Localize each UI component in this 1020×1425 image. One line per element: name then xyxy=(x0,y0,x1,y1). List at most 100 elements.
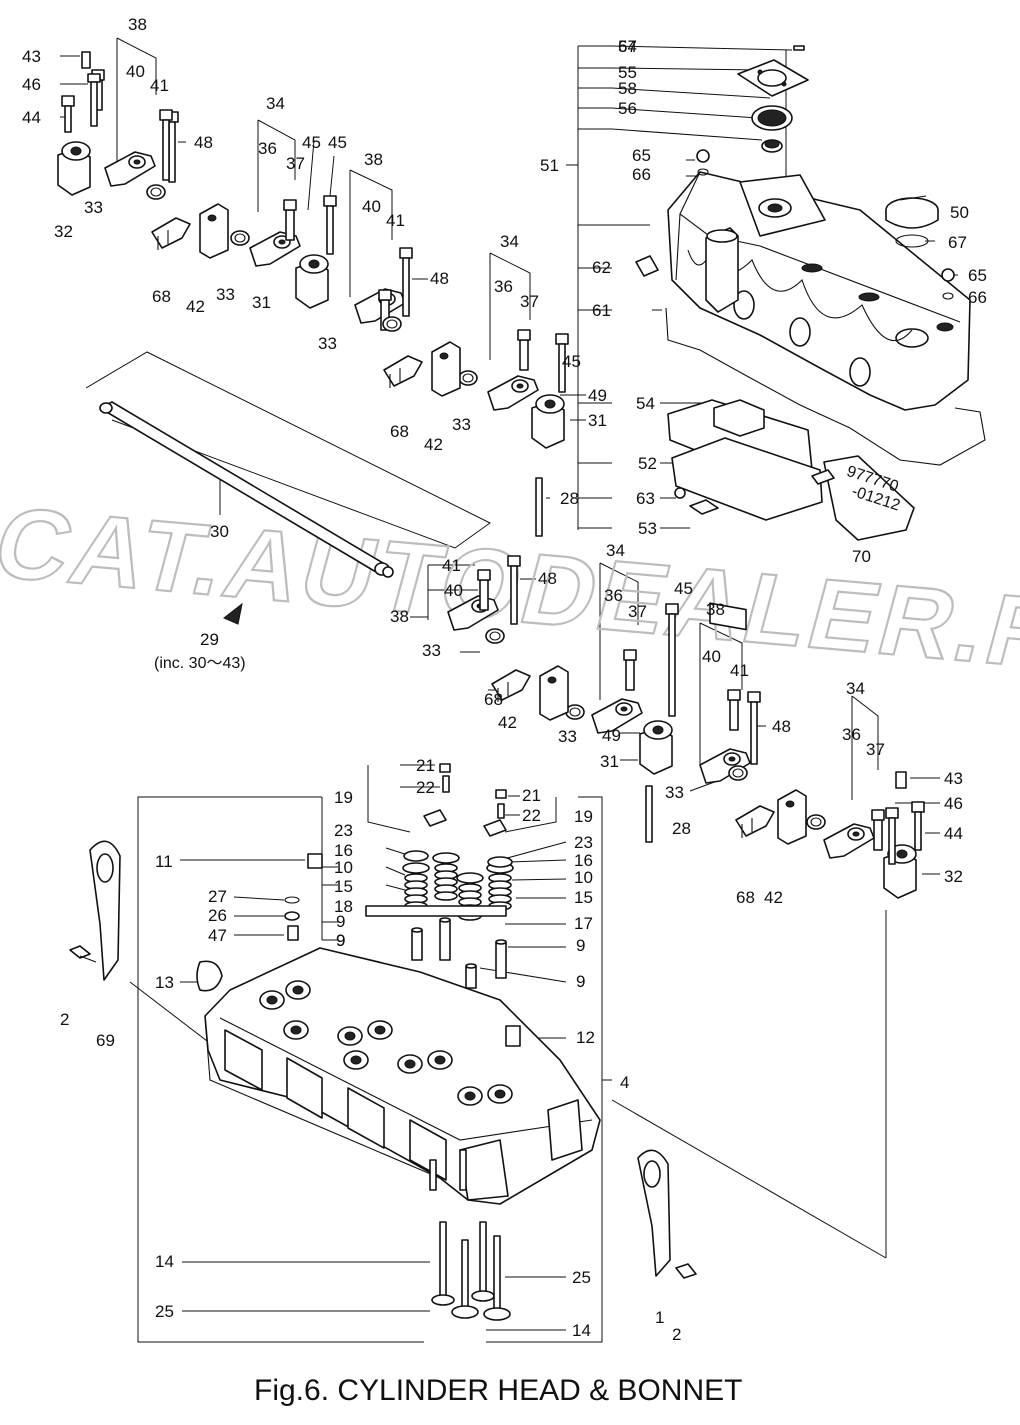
callout-66: 66 xyxy=(632,165,651,184)
callout-32: 32 xyxy=(54,222,73,241)
callout-10: 10 xyxy=(334,858,353,877)
callout-48: 48 xyxy=(194,133,213,152)
callout-68: 68 xyxy=(390,422,409,441)
callout-33: 33 xyxy=(452,415,471,434)
callout-37: 37 xyxy=(628,602,647,621)
callout-68: 68 xyxy=(736,888,755,907)
callout-53: 53 xyxy=(638,519,657,538)
valves xyxy=(431,1221,511,1321)
callout-47: 47 xyxy=(208,926,227,945)
callout-45: 45 xyxy=(302,133,321,152)
callout-34: 34 xyxy=(846,679,865,698)
sealant-tube: 977770 -01212 xyxy=(811,455,915,541)
callout-9: 9 xyxy=(336,912,345,931)
callout-46: 46 xyxy=(22,75,41,94)
callout-38: 38 xyxy=(128,15,147,34)
callout-40: 40 xyxy=(702,647,721,666)
callout-38: 38 xyxy=(706,600,725,619)
callout-2: 2 xyxy=(672,1325,681,1344)
callout-15: 15 xyxy=(334,877,353,896)
callout-14: 14 xyxy=(155,1252,174,1271)
callout-63: 63 xyxy=(636,489,655,508)
note-29: (inc. 30～43) xyxy=(154,655,246,672)
callout-23: 23 xyxy=(334,821,353,840)
callout-48: 48 xyxy=(772,717,791,736)
callout-43: 43 xyxy=(944,769,963,788)
callout-28: 28 xyxy=(560,489,579,508)
callout-31: 31 xyxy=(588,411,607,430)
valve-ports xyxy=(259,980,513,1106)
callout-40: 40 xyxy=(362,197,381,216)
callout-21: 21 xyxy=(522,786,541,805)
callout-58: 58 xyxy=(618,79,637,98)
callout-4: 4 xyxy=(620,1073,629,1092)
callout-65: 65 xyxy=(968,266,987,285)
callout-10: 10 xyxy=(574,868,593,887)
callout-56: 56 xyxy=(618,99,637,118)
callout-34: 34 xyxy=(606,541,625,560)
callout-33: 33 xyxy=(558,727,577,746)
lifting-eyes xyxy=(69,840,697,1279)
callout-40: 40 xyxy=(126,62,145,81)
callout-37: 37 xyxy=(286,154,305,173)
callout-33: 33 xyxy=(84,198,103,217)
callout-38: 38 xyxy=(390,607,409,626)
callout-50: 50 xyxy=(950,203,969,222)
callout-37: 37 xyxy=(520,292,539,311)
callout-45: 45 xyxy=(562,352,581,371)
callout-22: 22 xyxy=(522,806,541,825)
callout-17: 17 xyxy=(574,914,593,933)
callout-9: 9 xyxy=(576,936,585,955)
callout-43: 43 xyxy=(22,47,41,66)
callout-41: 41 xyxy=(442,556,461,575)
callout-64: 64 xyxy=(618,37,637,56)
callout-69: 69 xyxy=(96,1031,115,1050)
callout-34: 34 xyxy=(500,232,519,251)
callout-70: 70 xyxy=(852,547,871,566)
callout-9: 9 xyxy=(336,931,345,950)
callout-36: 36 xyxy=(842,725,861,744)
callout-33: 33 xyxy=(665,783,684,802)
callout-32: 32 xyxy=(944,867,963,886)
callout-68: 68 xyxy=(152,287,171,306)
callout-19: 19 xyxy=(574,807,593,826)
callout-26: 26 xyxy=(208,906,227,925)
callout-62: 62 xyxy=(592,258,611,277)
callout-31: 31 xyxy=(252,293,271,312)
callout-25: 25 xyxy=(155,1302,174,1321)
callout-13: 13 xyxy=(155,973,174,992)
callout-16: 16 xyxy=(334,841,353,860)
rocker-components xyxy=(57,51,925,899)
callout-33: 33 xyxy=(318,334,337,353)
callout-28: 28 xyxy=(672,819,691,838)
callout-14: 14 xyxy=(572,1321,591,1340)
callout-11: 11 xyxy=(155,852,173,871)
callout-15: 15 xyxy=(574,888,593,907)
callout-23: 23 xyxy=(574,833,593,852)
callout-41: 41 xyxy=(150,76,169,95)
callout-48: 48 xyxy=(430,269,449,288)
callout-46: 46 xyxy=(944,794,963,813)
callout-49: 49 xyxy=(588,386,607,405)
callout-49: 49 xyxy=(602,726,621,745)
callout-68: 68 xyxy=(484,690,503,709)
rocker-shaft xyxy=(99,401,394,625)
callout-19: 19 xyxy=(334,788,353,807)
bonnet-assembly xyxy=(665,171,986,466)
callout-48: 48 xyxy=(538,569,557,588)
callout-37: 37 xyxy=(866,740,885,759)
callout-45: 45 xyxy=(674,579,693,598)
callout-16: 16 xyxy=(574,851,593,870)
callout-33: 33 xyxy=(216,285,235,304)
callout-42: 42 xyxy=(764,888,783,907)
callout-30: 30 xyxy=(210,522,229,541)
callout-38: 38 xyxy=(364,150,383,169)
callout-54: 54 xyxy=(636,394,655,413)
leader-lines xyxy=(60,37,958,1343)
callout-55: 55 xyxy=(618,63,637,82)
cylinder-head xyxy=(204,947,601,1205)
callout-52: 52 xyxy=(638,454,657,473)
